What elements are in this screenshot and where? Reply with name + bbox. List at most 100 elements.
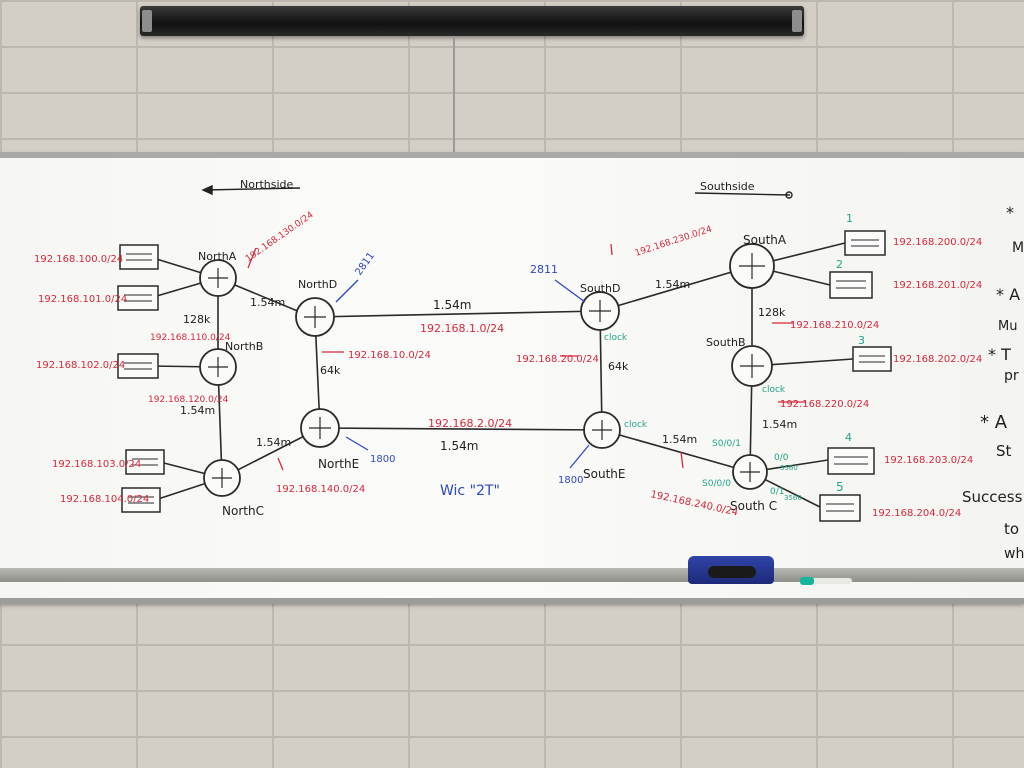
heading-arrows: [201, 184, 793, 199]
margin-note-4: * T: [988, 345, 1011, 364]
link-network-nb-nc: 192.168.120.0/24: [148, 395, 229, 405]
network-label-204: 192.168.204.0/24: [872, 508, 961, 519]
network-label-202: 192.168.202.0/24: [893, 354, 982, 365]
margin-note-1: M: [1012, 240, 1024, 256]
margin-note-0: *: [1006, 203, 1014, 222]
green-note-south-e-clock: clock: [624, 420, 648, 430]
green-note-s001: S0/0/1: [712, 439, 741, 449]
speed-sd-sa: 1.54m: [655, 278, 690, 291]
model-note-south-e: 1800: [558, 475, 583, 486]
marker-cap: [800, 577, 814, 585]
green-note-switch-2: 2: [836, 258, 843, 271]
router-label-south-c: South C: [730, 499, 777, 513]
network-label-201: 192.168.201.0/24: [893, 280, 982, 291]
router-label-north-b: NorthB: [225, 340, 263, 353]
network-label-104: 192.168.104.0/24: [60, 494, 149, 505]
speed-nc-ne: 1.54m: [256, 436, 291, 449]
network-label-203: 192.168.203.0/24: [884, 455, 973, 466]
eraser-grip: [708, 566, 756, 578]
green-note-hub-b: 3560: [784, 494, 802, 502]
margin-note-6: * A: [980, 412, 1008, 433]
link-network-sa-sb: 192.168.210.0/24: [790, 320, 879, 331]
speed-na-nd: 1.54m: [250, 296, 285, 309]
model-note-south-d: 2811: [530, 263, 558, 276]
margin-note-7: St: [996, 442, 1012, 460]
green-note-south-b-clock: clock: [762, 385, 786, 395]
switch-icon-202: [852, 346, 892, 372]
switch-icon-103: [125, 449, 165, 475]
model-note-north-e: 1800: [370, 454, 395, 465]
green-note-south-d-clock: clock: [604, 333, 628, 343]
network-label-100: 192.168.100.0/24: [34, 254, 123, 265]
link-network-nc-ne: 192.168.140.0/24: [276, 484, 365, 495]
wic-note: Wic "2T": [440, 483, 500, 499]
margin-note-2: * A: [996, 285, 1020, 304]
green-note-f01: 0/1: [770, 487, 784, 497]
speed-sa-sb: 128k: [758, 306, 786, 319]
south-side-heading: Southside: [700, 180, 755, 193]
speed-sd-se: 64k: [608, 360, 629, 373]
router-arrow-marks: [208, 253, 765, 488]
router-label-south-e: SouthE: [583, 467, 625, 481]
switch-icon-101: [117, 285, 159, 311]
speed-ne-se: 1.54m: [440, 439, 478, 453]
link-network-nd-sd: 192.168.1.0/24: [420, 322, 504, 335]
link-network-sd-sa: 192.168.230.0/24: [634, 224, 714, 258]
link-sd-sa: [599, 265, 753, 312]
arrow-right-icon: [785, 191, 793, 199]
green-note-switch-4: 4: [845, 431, 852, 444]
link-nd-sd: [314, 310, 601, 318]
green-note-hub-a: 3560: [780, 464, 798, 472]
router-label-south-a: SouthA: [743, 233, 787, 247]
link-network-sb-sc: 192.168.220.0/24: [780, 399, 869, 410]
green-note-s000: S0/0/0: [702, 479, 731, 489]
router-label-north-d: NorthD: [298, 278, 337, 291]
link-network-ne-se: 192.168.2.0/24: [428, 417, 512, 430]
whiteboard-eraser: [688, 556, 774, 584]
link-se-sc: [601, 429, 751, 473]
housing-end-cap-left: [142, 10, 152, 32]
margin-note-3: Mu: [998, 319, 1017, 334]
router-label-north-e: NorthE: [318, 457, 359, 471]
router-label-north-a: NorthA: [198, 250, 237, 263]
green-note-switch-5: 5: [836, 480, 844, 494]
link-network-na-nd: 192.168.130.0/24: [244, 210, 316, 264]
green-note-f00: 0/0: [774, 453, 789, 463]
speed-na-nb: 128k: [183, 313, 211, 326]
speed-nd-sd: 1.54m: [433, 298, 471, 312]
model-note-north-d: 2811: [353, 251, 377, 278]
network-label-103: 192.168.103.0/24: [52, 459, 141, 470]
speed-nb-nc: 1.54m: [180, 404, 215, 417]
link-ne-se: [319, 427, 603, 431]
network-label-101: 192.168.101.0/24: [38, 294, 127, 305]
link-network-nd-ne: 192.168.10.0/24: [348, 350, 431, 361]
router-label-south-d: SouthD: [580, 282, 620, 295]
blue-pointer-arrows: [335, 279, 590, 469]
green-note-switch-1: 1: [846, 212, 853, 225]
speed-nd-ne: 64k: [320, 364, 341, 377]
switches: [117, 230, 892, 522]
arrow-left-icon: [201, 184, 213, 196]
link-network-sd-se: 192.168.20.0/24: [516, 354, 599, 365]
margin-note-8: Success: [962, 488, 1023, 506]
switch-arrow-marks: [124, 239, 885, 512]
projector-screen-housing: [140, 6, 804, 36]
router-label-north-c: NorthC: [222, 504, 264, 518]
housing-end-cap-right: [792, 10, 802, 32]
green-note-switch-3: 3: [858, 334, 865, 347]
switch-icon-100: [119, 244, 159, 270]
switch-icon-104: [121, 487, 161, 513]
pull-cord: [453, 36, 455, 154]
marker-tray: [0, 568, 1024, 582]
network-label-102: 192.168.102.0/24: [36, 360, 125, 371]
link-network-se-sc: 192.168.240.0/24: [649, 489, 739, 518]
red-pointer-arrows: [247, 243, 806, 471]
margin-note-10: wh: [1004, 546, 1024, 562]
router-label-south-b: SouthB: [706, 336, 746, 349]
margin-note-9: to: [1004, 520, 1019, 538]
speed-sb-sc: 1.54m: [762, 418, 797, 431]
switch-icon-204: [819, 494, 861, 522]
link-network-na-nb: 192.168.110.0/24: [150, 333, 231, 343]
margin-note-5: pr: [1004, 368, 1019, 384]
